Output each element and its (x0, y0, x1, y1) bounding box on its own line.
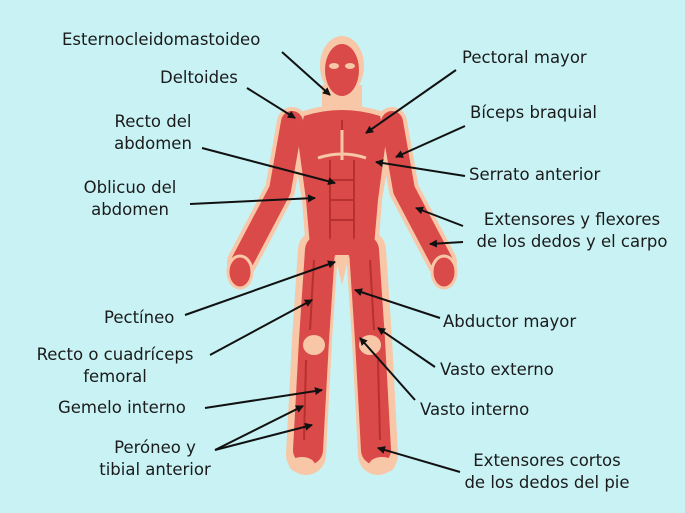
label-peroneo-tibial: Peróneo y tibial anterior (85, 437, 225, 481)
label-gemelo-interno: Gemelo interno (58, 398, 186, 417)
label-vasto-externo: Vasto externo (440, 360, 554, 379)
label-extensores-pie: Extensores cortos de los dedos del pie (447, 450, 647, 494)
label-line: abdomen (91, 200, 169, 219)
label-line: abdomen (114, 134, 192, 153)
label-line: Extensores cortos (473, 451, 621, 470)
right-knee (359, 335, 381, 355)
label-oblicuo-abdomen: Oblicuo del abdomen (74, 177, 186, 221)
left-foot (289, 457, 315, 473)
label-abductor-mayor: Abductor mayor (443, 312, 577, 331)
right-hand (430, 254, 458, 290)
label-serrato-anterior: Serrato anterior (469, 165, 601, 184)
label-line: tibial anterior (99, 460, 211, 479)
label-line: de los dedos del pie (464, 473, 630, 492)
label-pectineo: Pectíneo (104, 308, 175, 327)
label-pectoral-mayor: Pectoral mayor (462, 48, 587, 67)
label-deltoides: Deltoides (160, 68, 238, 87)
right-foot (369, 457, 395, 473)
left-knee (303, 335, 325, 355)
label-line: Recto o cuadríceps (36, 345, 194, 364)
label-line: femoral (83, 367, 147, 386)
label-recto-abdomen: Recto del abdomen (100, 111, 206, 155)
pointer-arrows (184, 51, 466, 473)
label-line: de los dedos y el carpo (476, 232, 668, 251)
label-vasto-interno: Vasto interno (420, 400, 530, 419)
label-line: Extensores y flexores (483, 210, 661, 229)
label-extensores-carpo: Extensores y flexores de los dedos y el … (462, 209, 682, 253)
label-line: Peróneo y (114, 438, 196, 457)
label-line: Oblicuo del (83, 178, 177, 197)
left-hand (226, 254, 254, 290)
label-line: Recto del (114, 112, 192, 131)
label-biceps-braquial: Bíceps braquial (470, 103, 598, 122)
label-esternocleidomastoideo: Esternocleidomastoideo (62, 30, 261, 49)
label-recto-femoral: Recto o cuadríceps femoral (25, 344, 205, 388)
